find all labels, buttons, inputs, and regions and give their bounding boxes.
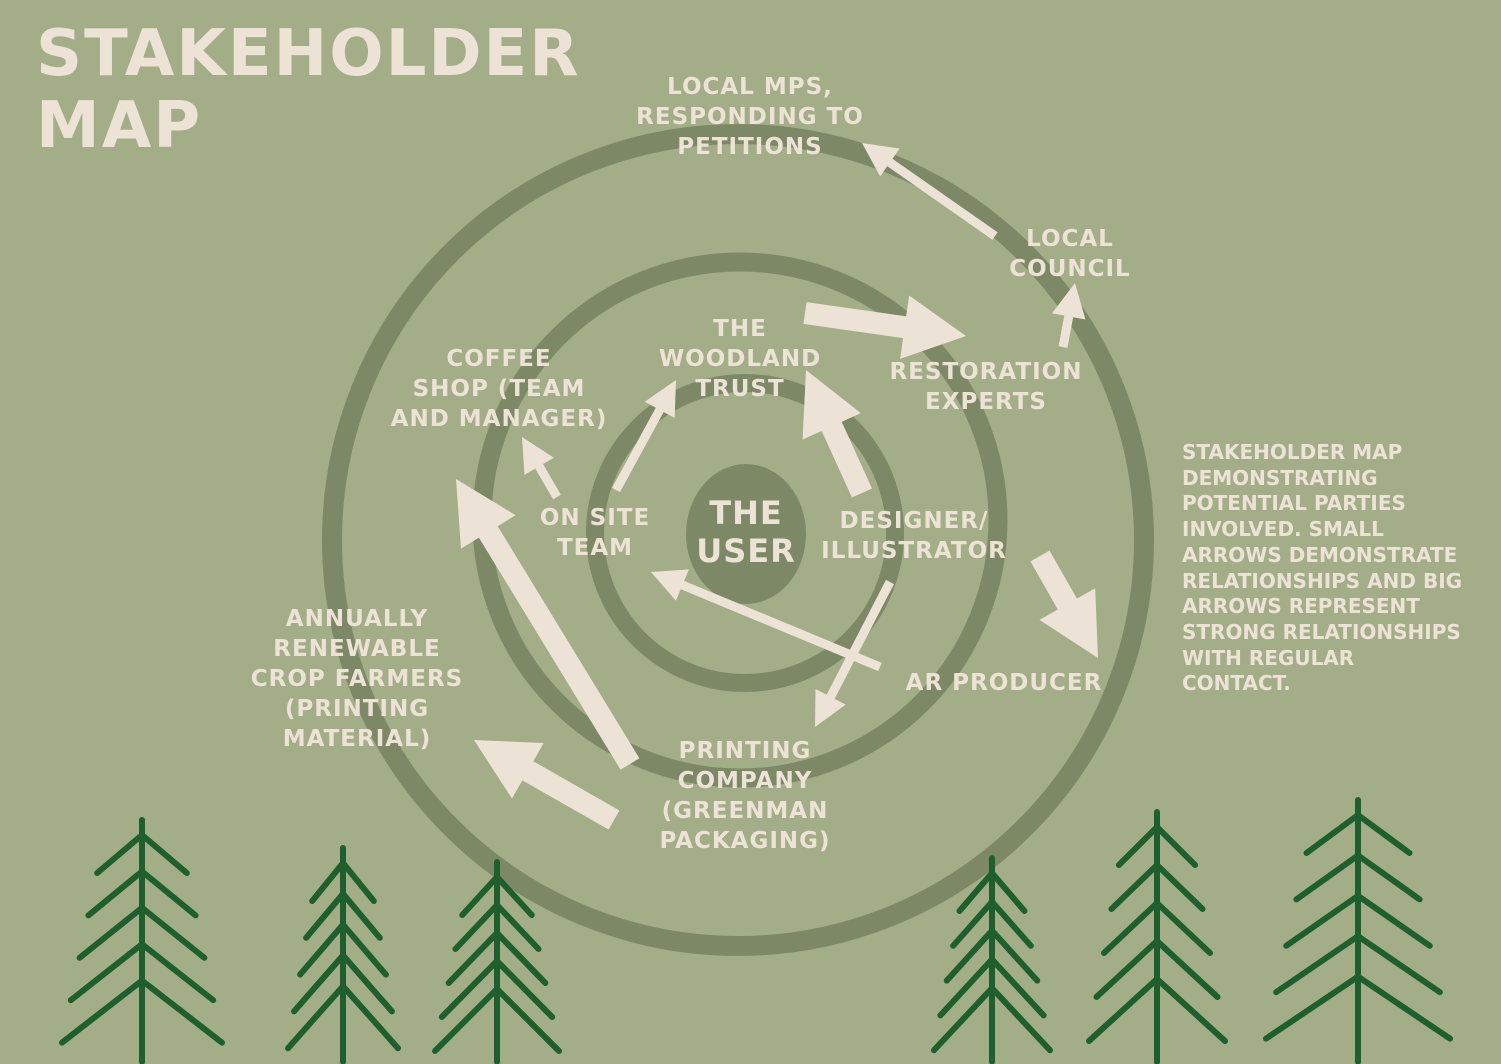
arrow-head (1039, 588, 1098, 658)
arrow-shaft (825, 579, 894, 701)
arrow-shaft (885, 157, 998, 240)
stakeholder-crop-farmers: ANNUALLY RENEWABLE CROP FARMERS (PRINTIN… (230, 604, 484, 754)
stakeholder-coffee-shop: COFFEE SHOP (TEAM AND MANAGER) (374, 344, 624, 434)
stakeholder-local-mps: LOCAL MPS, RESPONDING TO PETITIONS (610, 72, 890, 162)
label-line: RESTORATION (889, 359, 1083, 385)
label-line: RENEWABLE (273, 636, 441, 662)
title-line: MAP (36, 89, 203, 163)
note-line: POTENTIAL PARTIES (1182, 491, 1406, 516)
arrow-shaft (678, 580, 882, 672)
pine-tree-icon (285, 845, 401, 1064)
note-line: ARROWS REPRESENT (1182, 594, 1420, 619)
pine-tree-icon (1263, 797, 1453, 1064)
description-note: STAKEHOLDER MAP DEMONSTRATING POTENTIAL … (1182, 440, 1498, 697)
relationship-arrow-restoration-experts-to-local-council (1052, 283, 1086, 348)
note-line: CONTACT. (1182, 671, 1291, 696)
stakeholder-restoration-experts: RESTORATION EXPERTS (876, 357, 1096, 417)
title-line: STAKEHOLDER (36, 17, 581, 91)
note-line: WITH REGULAR (1182, 645, 1355, 670)
label-line: TEAM (556, 535, 634, 561)
arrow-head (900, 295, 966, 359)
arrow-shaft (520, 760, 620, 830)
label-line: RESPONDING TO (636, 104, 864, 130)
label-line: LOCAL (1026, 226, 1114, 252)
note-line: STRONG RELATIONSHIPS (1182, 619, 1461, 644)
note-line: RELATIONSHIPS AND BIG (1182, 568, 1463, 593)
label-line: AR PRODUCER (905, 670, 1103, 696)
label-line: SHOP (TEAM (412, 376, 586, 402)
arrow-head (456, 479, 516, 549)
label-line: COMPANY (677, 768, 813, 794)
note-line: DEMONSTRATING (1182, 465, 1378, 490)
relationship-arrow-on-site-team-to-woodland-trust (612, 380, 676, 493)
relationship-arrow-ar-producer-to-on-site-team (651, 569, 882, 672)
relationship-arrow-on-site-team-to-coffee-shop (522, 437, 561, 500)
arrow-shaft (612, 405, 665, 493)
arrow-shaft (820, 420, 873, 498)
strong-relationship-arrow-woodland-trust-to-restoration-experts (803, 295, 966, 359)
arrow-shaft (477, 524, 640, 770)
label-line: LOCAL MPS, (667, 74, 833, 100)
note-line: ARROWS DEMONSTRATE (1182, 542, 1458, 567)
relationship-arrow-designer-to-printing-company (815, 579, 894, 727)
label-line: PACKAGING) (659, 828, 831, 854)
center-line: THE (709, 494, 783, 532)
label-line: ON SITE (539, 505, 651, 531)
label-line: EXPERTS (925, 389, 1047, 415)
arrow-head (651, 569, 689, 601)
inner-ring (586, 374, 904, 692)
stakeholder-local-council: LOCAL COUNCIL (990, 224, 1150, 284)
arrow-head (802, 370, 861, 440)
arrow-shaft (1030, 550, 1078, 612)
label-line: (PRINTING (284, 696, 430, 722)
arrow-shaft (1058, 313, 1074, 348)
stakeholder-woodland-trust: THE WOODLAND TRUST (650, 314, 830, 404)
strong-relationship-arrow-printing-company-to-crop-farmers (474, 740, 620, 830)
strong-relationship-arrow-designer-to-woodland-trust (802, 370, 873, 498)
label-line: ANNUALLY (285, 606, 429, 632)
label-line: (GREENMAN (661, 798, 829, 824)
arrow-head (862, 143, 900, 177)
label-line: COUNCIL (1009, 256, 1131, 282)
pine-tree-icon (59, 817, 225, 1064)
arrow-head (1052, 283, 1086, 320)
strong-relationship-arrow-designer-to-ar-producer (1030, 550, 1098, 658)
pine-tree-icon (432, 859, 562, 1064)
center-user-label: THE USER (686, 494, 806, 570)
pine-tree-icon (931, 855, 1053, 1064)
note-line: STAKEHOLDER MAP (1182, 440, 1403, 464)
note-line: INVOLVED. SMALL (1182, 517, 1384, 542)
pine-tree-icon (1086, 809, 1228, 1064)
arrow-head (474, 740, 544, 799)
arrow-shaft (534, 462, 561, 500)
label-line: COFFEE (446, 346, 552, 372)
relationship-arrow-local-council-to-local-mps (862, 143, 998, 240)
arrow-head (522, 437, 554, 475)
stakeholder-ar-producer: AR PRODUCER (890, 668, 1118, 698)
label-line: THE (713, 316, 767, 342)
label-line: AND MANAGER) (390, 406, 608, 432)
label-line: TRUST (695, 376, 785, 402)
label-line: CROP FARMERS (250, 666, 464, 692)
label-line: ILLUSTRATOR (821, 538, 1007, 564)
stakeholder-printing-company: PRINTING COMPANY (GREENMAN PACKAGING) (640, 736, 850, 856)
label-line: WOODLAND (658, 346, 822, 372)
arrow-head (644, 380, 676, 418)
page-title: STAKEHOLDER MAP (36, 18, 581, 162)
outer-ring (322, 124, 1154, 956)
stakeholder-designer: DESIGNER/ ILLUSTRATOR (808, 506, 1020, 566)
strong-relationship-arrow-printing-company-to-on-site-team (456, 479, 640, 770)
center-disc (686, 464, 806, 604)
label-line: PETITIONS (677, 134, 823, 160)
center-line: USER (696, 532, 796, 570)
arrow-head (815, 688, 846, 727)
stakeholder-on-site-team: ON SITE TEAM (530, 503, 660, 563)
label-line: MATERIAL) (282, 726, 432, 752)
label-line: DESIGNER/ (839, 508, 989, 534)
label-line: PRINTING (678, 738, 812, 764)
arrow-shaft (803, 302, 909, 339)
